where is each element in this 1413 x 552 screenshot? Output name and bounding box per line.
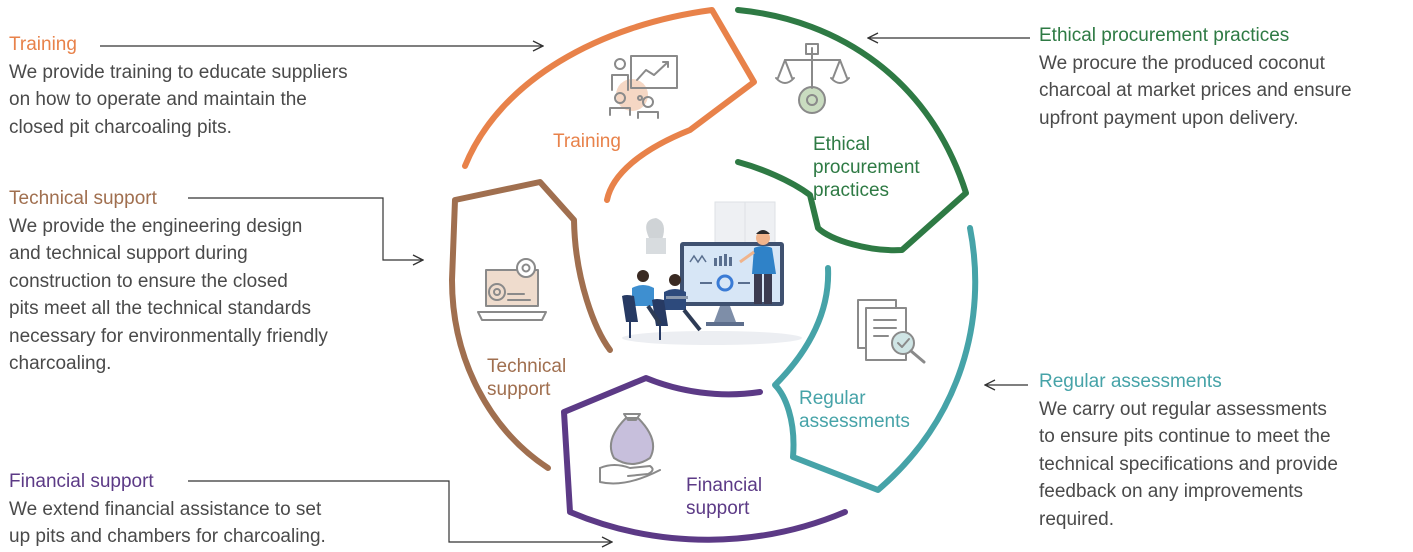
regular-body-line: technical specifications and provide bbox=[1039, 453, 1338, 475]
financial-segment bbox=[561, 375, 848, 543]
regular-body-line: We carry out regular assessments bbox=[1039, 398, 1327, 420]
technical-body-line: necessary for environmentally friendly bbox=[9, 325, 328, 347]
scales-gear-icon bbox=[775, 43, 850, 114]
regular-segment bbox=[772, 225, 979, 493]
financial-block: Financial support We extend financial as… bbox=[9, 468, 326, 551]
training-body-line: We provide training to educate suppliers bbox=[9, 61, 348, 83]
financial-segment-label: Financial support bbox=[686, 474, 762, 520]
technical-body-line: and technical support during bbox=[9, 243, 248, 264]
regular-body-line: required. bbox=[1039, 508, 1114, 530]
technical-body-line: pits meet all the technical standards bbox=[9, 298, 312, 319]
technical-body-line: charcoaling. bbox=[9, 353, 112, 374]
technical-body-line: We provide the engineering design bbox=[9, 215, 303, 237]
ethical-label-line: Ethical bbox=[813, 134, 871, 155]
regular-label-line: assessments bbox=[799, 411, 910, 432]
ethical-label-line: practices bbox=[813, 180, 890, 201]
technical-title: Technical support bbox=[9, 188, 157, 209]
technical-body-line: construction to ensure the closed bbox=[9, 270, 288, 292]
regular-body-line: to ensure pits continue to meet the bbox=[1039, 426, 1331, 447]
financial-body-line: up pits and chambers for charcoaling. bbox=[9, 526, 326, 547]
presentation-icon bbox=[609, 55, 678, 119]
regular-segment-label: Regular assessments bbox=[799, 387, 910, 433]
ethical-block: Ethical procurement practices We procure… bbox=[1039, 22, 1352, 132]
training-body-line: closed pit charcoaling pits. bbox=[9, 116, 232, 138]
training-block: Training We provide training to educate … bbox=[9, 31, 348, 141]
training-segment-label: Training bbox=[553, 130, 621, 153]
financial-label-line: support bbox=[686, 498, 750, 519]
ethical-segment-label: Ethical procurement practices bbox=[813, 133, 920, 202]
technical-connector bbox=[188, 197, 423, 260]
laptop-gears-icon bbox=[477, 258, 547, 321]
training-segment bbox=[462, 7, 757, 203]
financial-connector bbox=[188, 480, 612, 542]
technical-block: Technical support We provide the enginee… bbox=[9, 185, 328, 378]
technical-segment-label: Technical support bbox=[487, 355, 566, 401]
technical-label-line: Technical bbox=[487, 356, 567, 377]
technical-label-line: support bbox=[487, 379, 551, 400]
regular-block: Regular assessments We carry out regular… bbox=[1039, 368, 1338, 533]
ethical-body-line: upfront payment upon delivery. bbox=[1039, 107, 1299, 129]
regular-body-line: feedback on any improvements bbox=[1039, 481, 1304, 502]
training-body-line: on how to operate and maintain the bbox=[9, 89, 307, 110]
financial-title: Financial support bbox=[9, 471, 154, 492]
training-label-line: Training bbox=[553, 131, 621, 152]
ethical-label-line: procurement bbox=[813, 157, 920, 178]
training-title: Training bbox=[9, 34, 77, 55]
financial-body-line: We extend financial assistance to set bbox=[9, 498, 322, 520]
regular-label-line: Regular bbox=[799, 388, 866, 409]
technical-segment bbox=[449, 179, 613, 471]
financial-label-line: Financial bbox=[686, 475, 763, 496]
money-bag-hand-icon bbox=[599, 413, 661, 485]
ethical-body-line: We procure the produced coconut bbox=[1039, 52, 1325, 74]
office-meeting-illustration bbox=[622, 201, 802, 345]
regular-title: Regular assessments bbox=[1039, 371, 1222, 392]
ethical-body-line: charcoal at market prices and ensure bbox=[1039, 80, 1352, 101]
document-magnifier-icon bbox=[857, 299, 926, 364]
ethical-segment bbox=[735, 7, 969, 254]
ethical-title: Ethical procurement practices bbox=[1039, 25, 1290, 46]
